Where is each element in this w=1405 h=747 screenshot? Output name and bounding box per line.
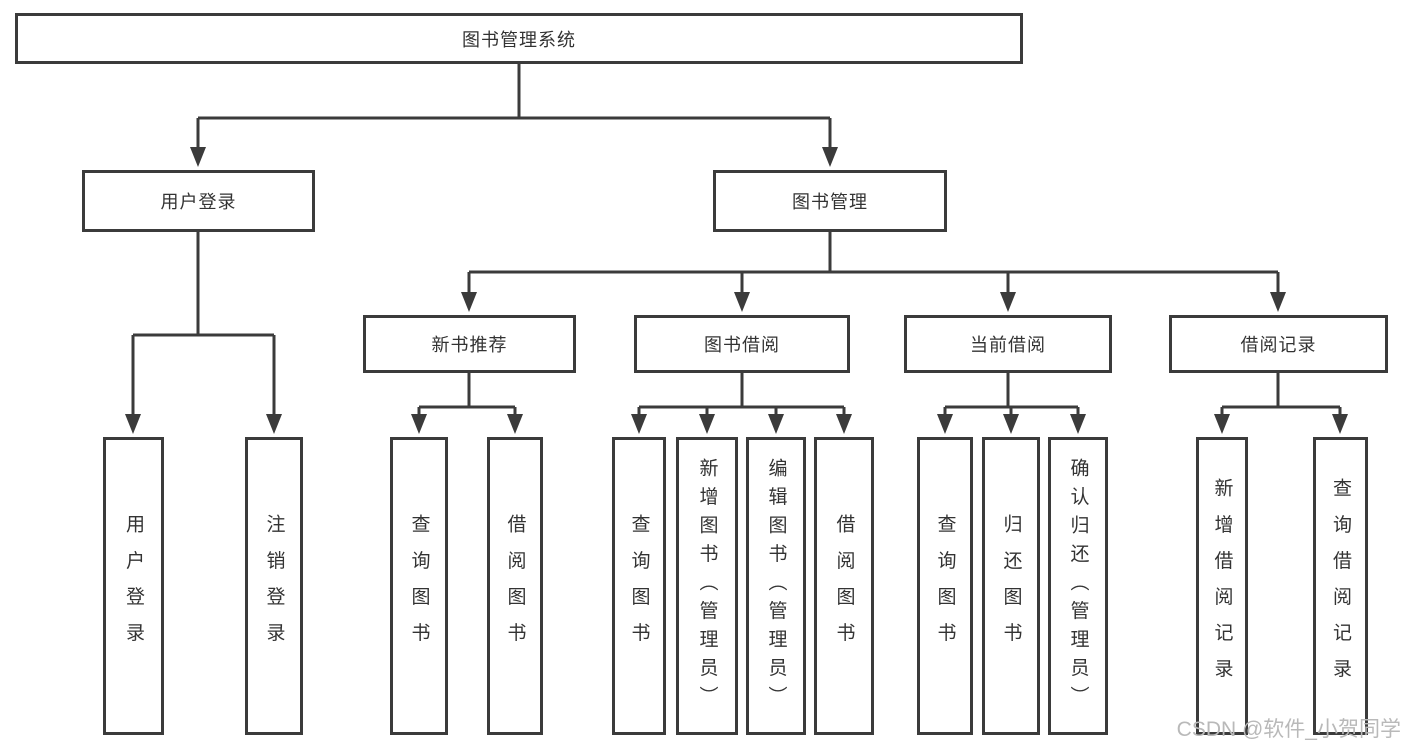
leaf-return-book: 归还图书: [982, 437, 1040, 735]
leaf-edit-book-admin: 编辑图书（管理员）: [746, 437, 806, 735]
node-root-system: 图书管理系统: [15, 13, 1023, 64]
node-label: 图书管理系统: [462, 29, 576, 50]
node-label: 编辑图书（管理员）: [765, 457, 787, 715]
node-user-login: 用户登录: [82, 170, 315, 232]
node-label: 新书推荐: [431, 335, 508, 355]
node-label: 查询图书: [628, 513, 650, 659]
node-current-borrow: 当前借阅: [904, 315, 1112, 373]
node-label: 查询图书: [408, 513, 430, 659]
node-book-management: 图书管理: [713, 170, 947, 232]
leaf-borrow-books: 借阅图书: [814, 437, 874, 735]
node-label: 图书管理: [792, 192, 868, 212]
node-label: 用户登录: [123, 513, 144, 659]
leaf-query-books-recommend: 查询图书: [390, 437, 448, 735]
node-label: 借阅图书: [504, 513, 526, 659]
node-label: 确认归还（管理员）: [1067, 457, 1089, 715]
node-new-book-recommend: 新书推荐: [363, 315, 576, 373]
node-label: 图书借阅: [704, 335, 780, 355]
node-label: 借阅记录: [1240, 335, 1317, 355]
node-label: 查询借阅记录: [1330, 477, 1351, 695]
node-borrow-records: 借阅记录: [1169, 315, 1388, 373]
leaf-query-borrow-record: 查询借阅记录: [1313, 437, 1368, 735]
leaf-add-borrow-record: 新增借阅记录: [1196, 437, 1248, 735]
leaf-confirm-return-admin: 确认归还（管理员）: [1048, 437, 1108, 735]
leaf-add-book-admin: 新增图书（管理员）: [676, 437, 738, 735]
node-label: 新增借阅记录: [1211, 477, 1233, 695]
node-label: 新增图书（管理员）: [696, 457, 718, 715]
leaf-query-books-borrow: 查询图书: [612, 437, 666, 735]
leaf-query-books-current: 查询图书: [917, 437, 973, 735]
csdn-watermark: CSDN @软件_小贺同学: [1176, 718, 1401, 741]
node-book-borrow: 图书借阅: [634, 315, 850, 373]
node-label: 用户登录: [160, 192, 237, 212]
leaf-borrow-books-recommend: 借阅图书: [487, 437, 543, 735]
leaf-user-login: 用户登录: [103, 437, 164, 735]
arrowheads: [125, 147, 1348, 434]
node-label: 借阅图书: [833, 513, 855, 659]
node-label: 查询图书: [934, 513, 956, 659]
node-label: 注销登录: [263, 513, 285, 659]
leaf-logout: 注销登录: [245, 437, 303, 735]
node-label: 当前借阅: [970, 335, 1046, 355]
node-label: 归还图书: [1000, 513, 1022, 659]
